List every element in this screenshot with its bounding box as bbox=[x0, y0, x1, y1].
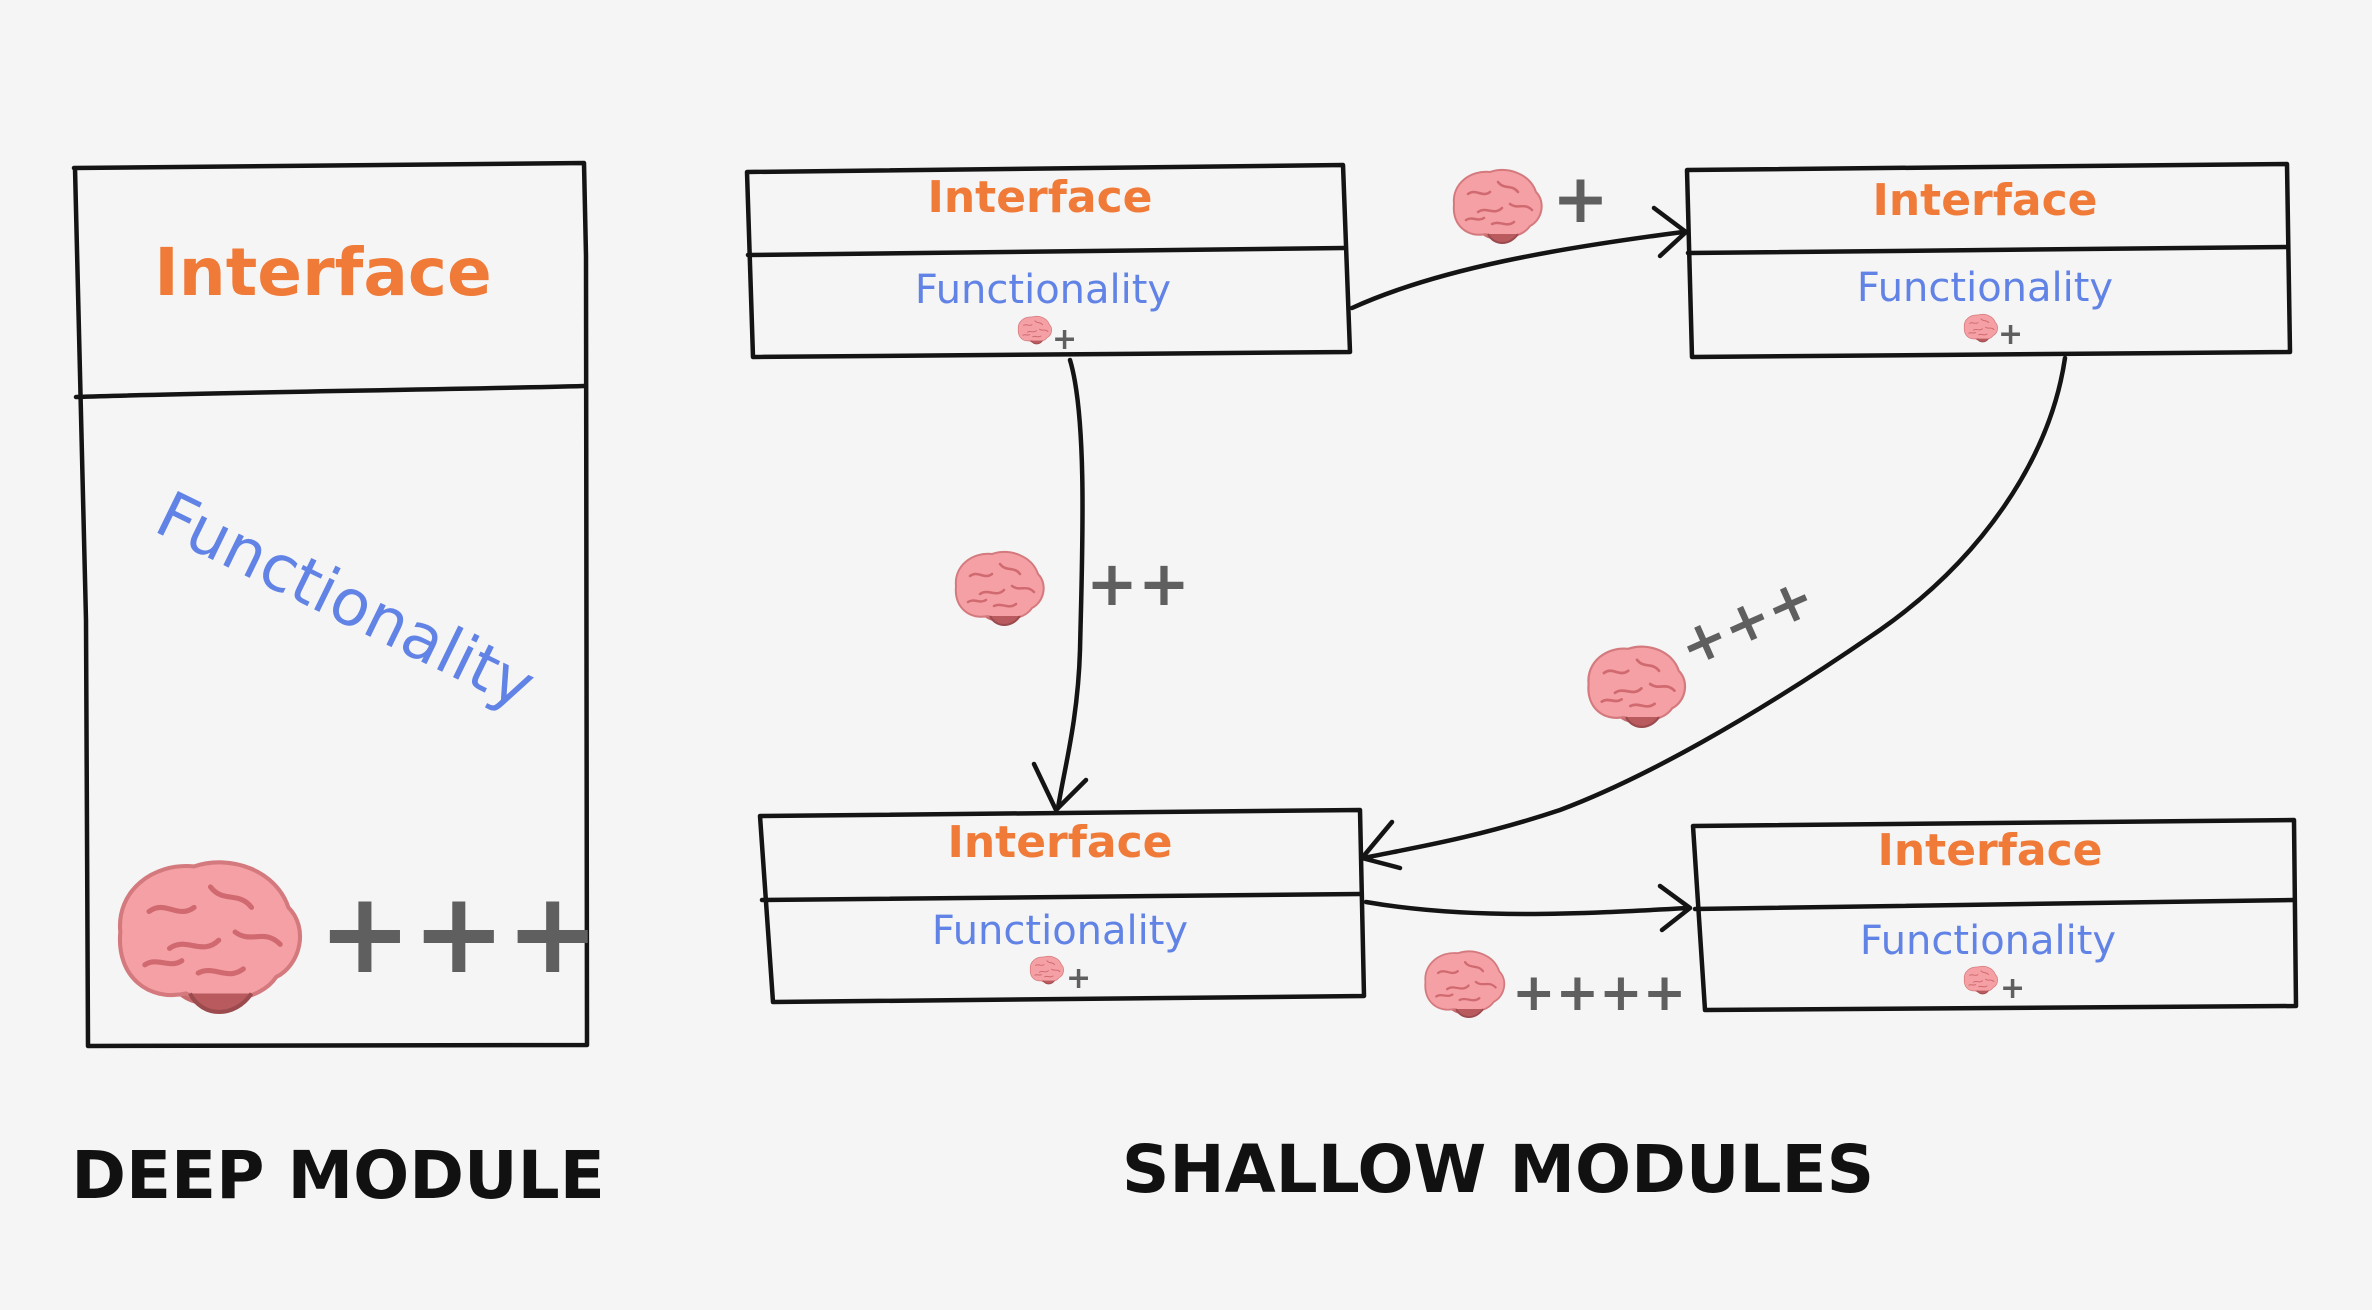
deep-module-caption: DEEP MODULE bbox=[71, 1137, 605, 1214]
brain-icon bbox=[1963, 313, 1999, 343]
deep-cost-plus: +++ bbox=[318, 869, 600, 999]
brain-icon bbox=[1017, 315, 1053, 345]
module-box bbox=[1690, 817, 2299, 1013]
module-cost-plus: + bbox=[1998, 317, 2023, 352]
brain-icon bbox=[120, 862, 300, 1012]
connection-top-left-to-top-right: + bbox=[1349, 160, 1689, 311]
module-divider bbox=[745, 245, 1347, 258]
arrow-head bbox=[1031, 761, 1089, 813]
connection-top-left-to-bottom-left: ++ bbox=[954, 357, 1190, 813]
shallow-modules-caption: SHALLOW MODULES bbox=[1122, 1131, 1874, 1208]
module-box bbox=[1684, 161, 2293, 360]
shallow-module-top-right: Interface Functionality + bbox=[1684, 161, 2293, 360]
shallow-module-top-left: Interface Functionality + bbox=[744, 162, 1353, 360]
arrow-head bbox=[1657, 883, 1693, 933]
module-cost-plus: + bbox=[1066, 961, 1091, 996]
arrow-line bbox=[1349, 229, 1686, 311]
connection-top-right-to-bottom-left: +++ bbox=[1359, 355, 2068, 871]
arrow-line bbox=[1361, 355, 2068, 861]
module-functionality-label: Functionality bbox=[1860, 918, 2116, 964]
deep-module-box bbox=[71, 160, 590, 1049]
module-cost-plus: + bbox=[1052, 322, 1077, 357]
module-interface-label: Interface bbox=[927, 172, 1152, 223]
arrow-line bbox=[1055, 357, 1085, 811]
module-box bbox=[757, 807, 1367, 1005]
connection-cost-plus: ++++ bbox=[1512, 963, 1686, 1023]
module-interface-label: Interface bbox=[1872, 175, 2097, 226]
module-interface-label: Interface bbox=[1877, 825, 2102, 876]
module-box bbox=[744, 162, 1353, 360]
deep-module: Interface Functionality +++ bbox=[71, 160, 600, 1049]
module-functionality-label: Functionality bbox=[1857, 265, 2113, 311]
module-interface-label: Interface bbox=[947, 817, 1172, 868]
connection-bottom-left-to-bottom-right: ++++ bbox=[1363, 883, 1693, 1023]
deep-functionality-label: Functionality bbox=[145, 478, 546, 724]
shallow-module-bottom-left: Interface Functionality + bbox=[757, 807, 1367, 1005]
brain-icon bbox=[1424, 950, 1506, 1019]
brain-icon bbox=[1029, 955, 1065, 985]
deep-interface-label: Interface bbox=[154, 234, 492, 311]
module-divider bbox=[1685, 244, 2291, 256]
connection-cost-plus: ++ bbox=[1086, 547, 1190, 620]
module-functionality-label: Functionality bbox=[915, 267, 1171, 313]
module-functionality-label: Functionality bbox=[932, 908, 1188, 954]
brain-icon bbox=[954, 550, 1045, 627]
shallow-module-bottom-right: Interface Functionality + bbox=[1690, 817, 2299, 1013]
arrow-head bbox=[1651, 205, 1689, 259]
brain-icon bbox=[1452, 168, 1543, 245]
connection-cost-plus: + bbox=[1552, 160, 1609, 239]
arrow-line bbox=[1363, 899, 1691, 917]
module-cost-plus: + bbox=[2000, 971, 2025, 1006]
brain-icon bbox=[1963, 965, 1999, 995]
arrow-head bbox=[1359, 819, 1403, 871]
deep-module-divider bbox=[73, 383, 587, 400]
module-divider bbox=[1692, 897, 2297, 912]
module-divider bbox=[759, 891, 1363, 903]
connection-cost-plus: +++ bbox=[1669, 564, 1824, 681]
shallow-modules: Interface Functionality + Interface Func… bbox=[744, 160, 2299, 1023]
brain-icon bbox=[1587, 645, 1687, 729]
